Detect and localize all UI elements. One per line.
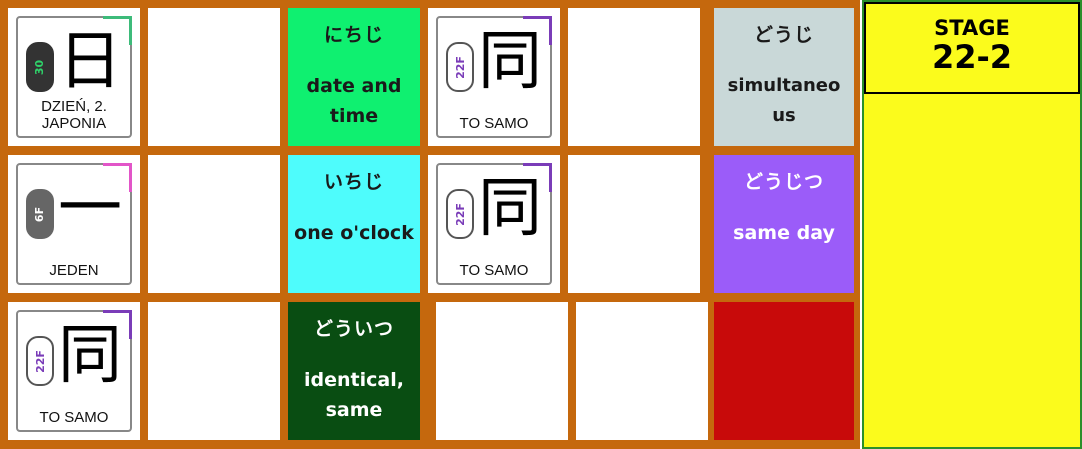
- kanji-card-cell[interactable]: 6F 一 JEDEN: [8, 155, 140, 293]
- card-corner-accent: [103, 163, 132, 192]
- word-kana: どうじつ: [743, 171, 824, 193]
- stroke-badge: 30: [26, 42, 54, 92]
- word-kana: どうじ: [753, 24, 814, 46]
- kanji-glyph: 同: [478, 25, 542, 99]
- word-kana: にちじ: [323, 24, 384, 46]
- word-kana: いちじ: [323, 171, 384, 193]
- word-tile[interactable]: どうじつ same day: [714, 155, 854, 293]
- card-corner-accent: [523, 163, 552, 192]
- kanji-card[interactable]: 30 日 DZIEŃ, 2. JAPONIA: [16, 16, 132, 138]
- stage-number: 22-2: [931, 38, 1013, 76]
- kanji-glyph: 同: [478, 172, 542, 246]
- stroke-count: 22F: [453, 55, 467, 79]
- stroke-badge: 22F: [26, 336, 54, 386]
- kanji-meaning: DZIEŃ, 2. JAPONIA: [41, 98, 107, 132]
- stroke-badge: 22F: [446, 189, 474, 239]
- word-tile[interactable]: いちじ one o'clock: [288, 155, 420, 293]
- stroke-count: 6F: [33, 206, 47, 222]
- kanji-card[interactable]: 22F 同 TO SAMO: [16, 310, 132, 432]
- kanji-meaning: TO SAMO: [459, 262, 529, 279]
- word-meaning: one o'clock: [294, 222, 414, 244]
- stroke-badge: 22F: [446, 42, 474, 92]
- kanji-glyph: 日: [58, 25, 122, 99]
- stage-label: STAGE: [934, 16, 1010, 40]
- word-kana: どういつ: [313, 318, 394, 340]
- empty-slot[interactable]: [576, 302, 708, 440]
- word-meaning: identical, same: [304, 369, 404, 421]
- kanji-card[interactable]: 22F 同 TO SAMO: [436, 163, 552, 285]
- kanji-meaning: JEDEN: [49, 262, 99, 279]
- word-tile[interactable]: にちじ date and time: [288, 8, 420, 146]
- word-tile[interactable]: どうじ simultaneo us: [714, 8, 854, 146]
- word-meaning: same day: [733, 222, 835, 244]
- empty-slot[interactable]: [148, 8, 280, 146]
- kanji-meaning: TO SAMO: [459, 115, 529, 132]
- empty-slot[interactable]: [148, 302, 280, 440]
- kanji-card[interactable]: 22F 同 TO SAMO: [436, 16, 552, 138]
- stroke-badge: 6F: [26, 189, 54, 239]
- word-meaning: date and time: [306, 75, 402, 127]
- kanji-card-cell[interactable]: 22F 同 TO SAMO: [428, 8, 560, 146]
- card-corner-accent: [103, 310, 132, 339]
- empty-slot[interactable]: [436, 302, 568, 440]
- card-corner-accent: [103, 16, 132, 45]
- word-tile[interactable]: どういつ identical, same: [288, 302, 420, 440]
- stroke-count: 30: [33, 59, 47, 75]
- kanji-card-cell[interactable]: 22F 同 TO SAMO: [8, 302, 140, 440]
- kanji-meaning: TO SAMO: [39, 409, 109, 426]
- kanji-glyph: 同: [58, 319, 122, 393]
- kanji-glyph: 一: [58, 172, 122, 246]
- stage-header: STAGE 22-2: [864, 2, 1080, 94]
- empty-slot[interactable]: [568, 8, 700, 146]
- kanji-card-cell[interactable]: 22F 同 TO SAMO: [428, 155, 560, 293]
- stroke-count: 22F: [33, 349, 47, 373]
- stroke-count: 22F: [453, 202, 467, 226]
- game-board: 30 日 DZIEŃ, 2. JAPONIA にちじ date and time…: [0, 0, 860, 449]
- word-meaning: simultaneo us: [727, 75, 841, 126]
- kanji-card-cell[interactable]: 30 日 DZIEŃ, 2. JAPONIA: [8, 8, 140, 146]
- kanji-card[interactable]: 6F 一 JEDEN: [16, 163, 132, 285]
- empty-slot[interactable]: [148, 155, 280, 293]
- empty-slot[interactable]: [568, 155, 700, 293]
- card-corner-accent: [523, 16, 552, 45]
- stage-panel: STAGE 22-2: [862, 0, 1082, 449]
- blocked-slot: [714, 302, 854, 440]
